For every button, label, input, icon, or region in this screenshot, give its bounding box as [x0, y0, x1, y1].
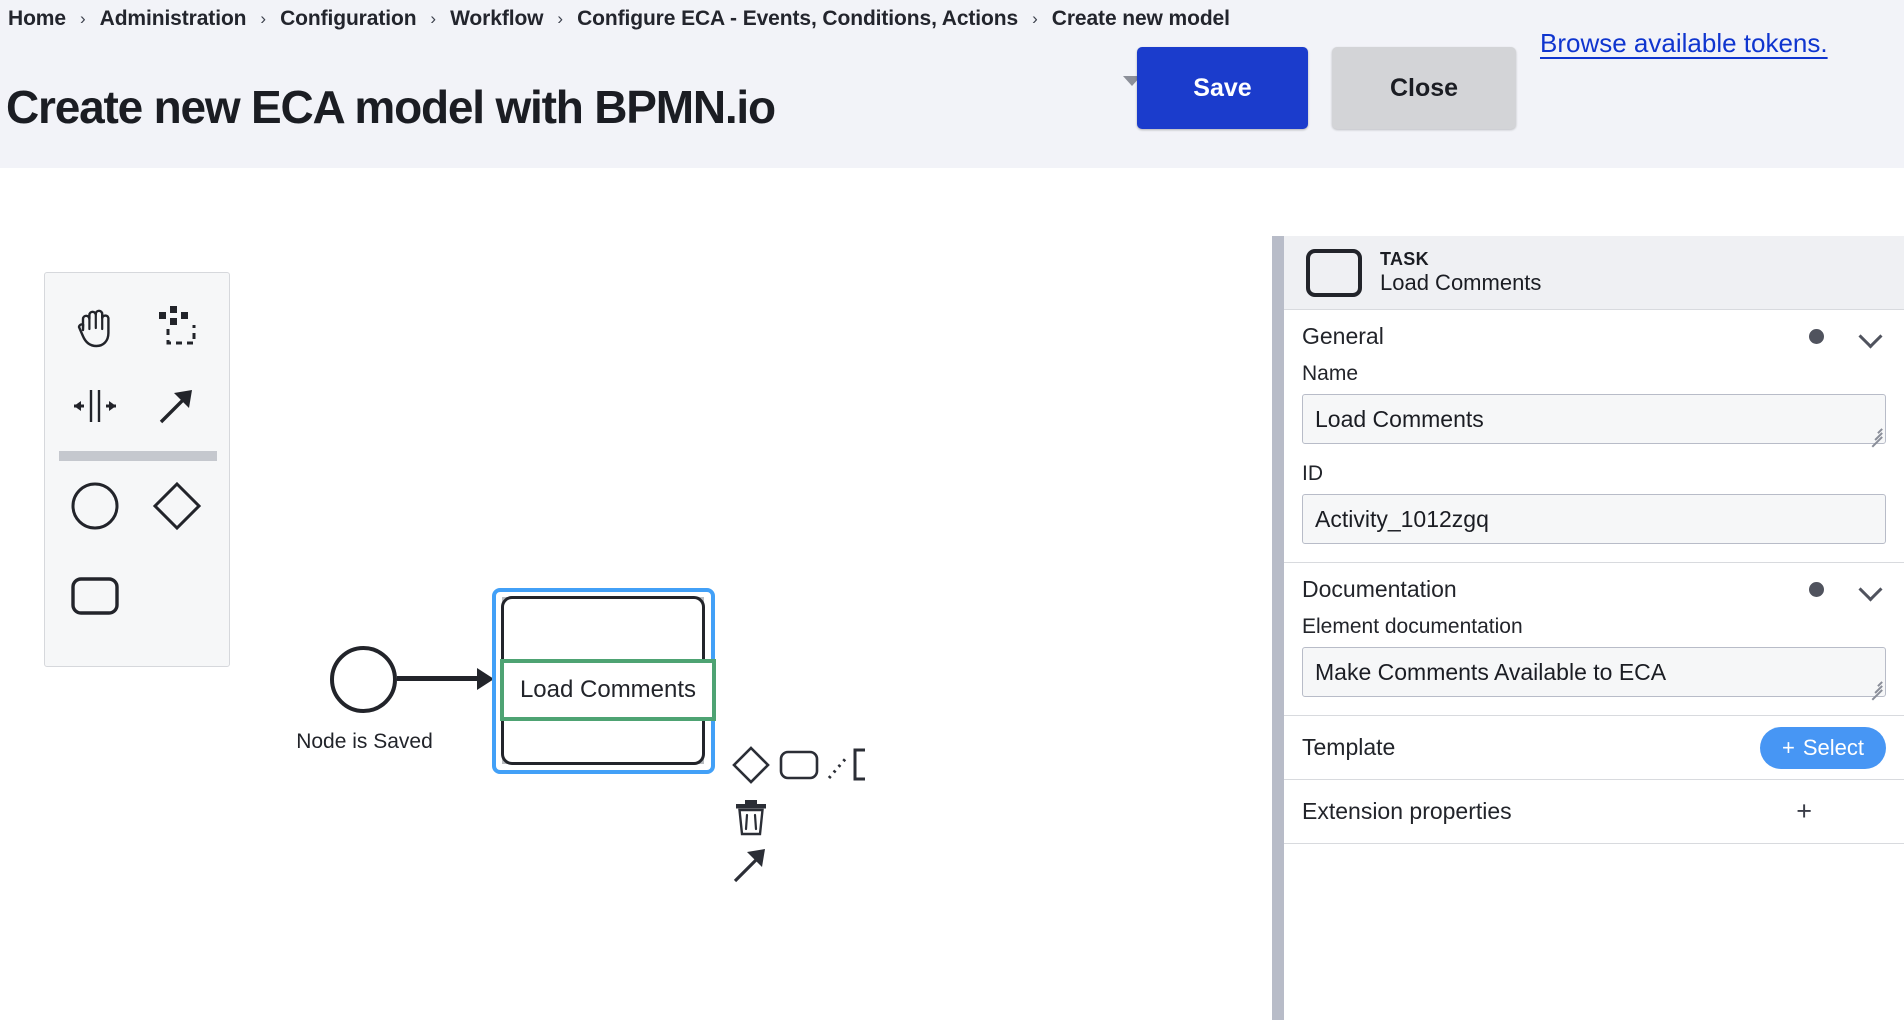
- extension-properties-label: Extension properties: [1302, 798, 1512, 824]
- element-name-label: Load Comments: [1380, 270, 1542, 296]
- page-title: Create new ECA model with BPMN.io: [6, 80, 776, 133]
- rounded-rect-icon: [779, 749, 819, 786]
- group-title: Documentation: [1302, 575, 1457, 602]
- palette-create-gateway[interactable]: [139, 473, 215, 543]
- diamond-icon: [151, 480, 203, 537]
- group-filled-dot-icon: [1809, 328, 1824, 344]
- context-pad-append-task[interactable]: [776, 744, 822, 790]
- close-button[interactable]: Close: [1332, 47, 1516, 129]
- sequence-flow-arrow-icon: [477, 668, 494, 690]
- bpmn-canvas[interactable]: Node is Saved Load Comments: [0, 168, 1272, 1020]
- element-documentation-input[interactable]: [1302, 647, 1886, 697]
- breadcrumb-separator: ›: [260, 9, 267, 28]
- chevron-down-icon[interactable]: [1860, 325, 1882, 347]
- page-header: Home › Administration › Configuration › …: [0, 0, 1904, 168]
- breadcrumb-separator: ›: [557, 9, 564, 28]
- chevron-down-icon[interactable]: [1860, 578, 1882, 600]
- palette-lasso-tool[interactable]: [139, 293, 215, 363]
- field-element-documentation: Element documentation: [1284, 615, 1904, 715]
- breadcrumb-item-create-new-model: Create new model: [1051, 7, 1230, 30]
- element-type-label: TASK: [1380, 248, 1429, 269]
- add-extension-property-icon[interactable]: +: [1796, 796, 1812, 826]
- start-event-shape[interactable]: [330, 646, 397, 713]
- properties-group-documentation: Documentation Element documentation: [1284, 563, 1904, 716]
- palette-separator: [59, 451, 217, 461]
- palette-hand-tool[interactable]: [57, 293, 133, 363]
- field-name-label: Name: [1302, 362, 1359, 385]
- properties-row-extension-properties: Extension properties +: [1284, 780, 1904, 844]
- breadcrumb-item-configure-eca[interactable]: Configure ECA - Events, Conditions, Acti…: [577, 7, 1019, 30]
- breadcrumb-separator: ›: [1032, 9, 1038, 28]
- context-pad-connect[interactable]: [728, 844, 774, 890]
- palette-space-tool[interactable]: [57, 373, 133, 443]
- rounded-rect-icon: [70, 575, 120, 622]
- connect-arrow-icon: [155, 384, 199, 433]
- lasso-select-icon: [154, 303, 200, 354]
- properties-row-template: Template + Select: [1284, 716, 1904, 780]
- id-input[interactable]: [1302, 494, 1886, 544]
- breadcrumb-item-administration[interactable]: Administration: [99, 7, 247, 30]
- properties-group-general: General Name ID: [1284, 310, 1904, 563]
- task-label-text: Load Comments: [519, 676, 697, 703]
- context-pad-append-gateway[interactable]: [728, 744, 774, 790]
- task-shape-icon: [1306, 248, 1362, 297]
- sequence-flow-line[interactable]: [397, 676, 479, 681]
- select-template-label: Select: [1802, 734, 1864, 760]
- connect-arrow-icon: [730, 844, 772, 891]
- plus-icon: +: [1781, 734, 1795, 760]
- save-button[interactable]: Save: [1137, 47, 1308, 129]
- group-filled-dot-icon: [1809, 581, 1824, 597]
- properties-group-general-header[interactable]: General: [1284, 310, 1904, 362]
- trash-icon: [732, 797, 770, 842]
- task-label-editor[interactable]: Load Comments: [500, 659, 716, 721]
- field-id-label: ID: [1302, 462, 1323, 485]
- palette-create-task[interactable]: [57, 563, 133, 633]
- select-template-button[interactable]: + Select: [1759, 726, 1886, 769]
- properties-panel-body: TASK Load Comments General Name: [1284, 236, 1904, 1020]
- group-title: General: [1302, 322, 1384, 349]
- properties-group-documentation-header[interactable]: Documentation: [1284, 563, 1904, 615]
- field-id: ID: [1284, 462, 1904, 562]
- properties-panel-resize-handle[interactable]: [1272, 236, 1284, 1020]
- caret-down-icon: [1123, 76, 1141, 86]
- context-pad: [728, 744, 878, 894]
- breadcrumb-separator: ›: [79, 9, 86, 28]
- bpmn-palette: [44, 272, 230, 667]
- breadcrumb-item-configuration[interactable]: Configuration: [280, 7, 417, 30]
- text-annotation-icon: [825, 745, 869, 790]
- breadcrumb-item-home[interactable]: Home: [8, 7, 66, 30]
- circle-icon: [69, 480, 121, 537]
- browse-available-tokens-link[interactable]: Browse available tokens.: [1540, 28, 1828, 58]
- field-name: Name: [1284, 362, 1904, 462]
- palette-global-connect-tool[interactable]: [139, 373, 215, 443]
- diamond-icon: [731, 745, 771, 790]
- breadcrumb-separator: ›: [430, 9, 437, 28]
- breadcrumb-item-workflow[interactable]: Workflow: [450, 7, 544, 30]
- template-label: Template: [1302, 734, 1396, 760]
- context-pad-delete[interactable]: [728, 796, 774, 842]
- field-element-documentation-label: Element documentation: [1302, 615, 1523, 638]
- name-input[interactable]: [1302, 394, 1886, 444]
- context-pad-append-text-annotation[interactable]: [824, 744, 870, 790]
- properties-panel-header: TASK Load Comments: [1284, 236, 1904, 310]
- start-event-label: Node is Saved: [296, 730, 433, 753]
- palette-create-start-event[interactable]: [57, 473, 133, 543]
- hand-icon: [74, 304, 116, 353]
- properties-panel: TASK Load Comments General Name: [1272, 236, 1904, 1020]
- space-tool-icon: [71, 384, 119, 433]
- breadcrumb: Home › Administration › Configuration › …: [8, 2, 1230, 36]
